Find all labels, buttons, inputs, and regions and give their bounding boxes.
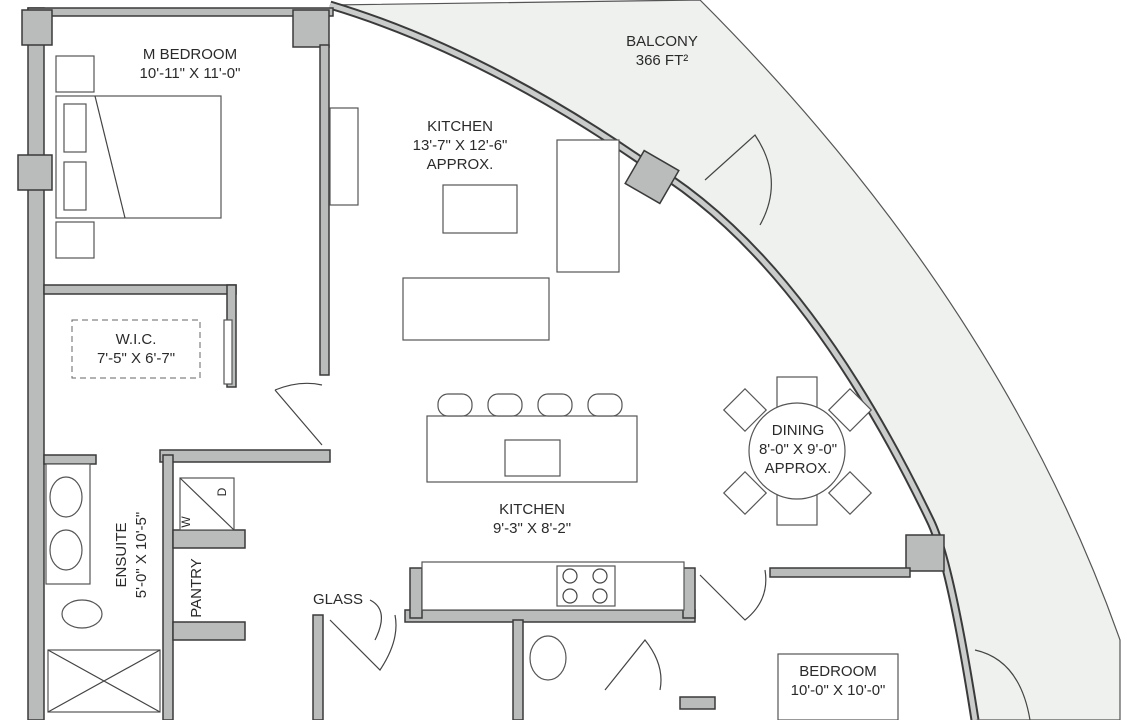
pantry-name: PANTRY bbox=[188, 558, 205, 617]
dresser bbox=[329, 107, 359, 206]
dining-table bbox=[722, 376, 873, 526]
bath-wall bbox=[512, 619, 524, 720]
kitchen-size: 9'-3" X 8'-2" bbox=[493, 520, 571, 537]
wic-shelving bbox=[71, 319, 201, 379]
living-name: KITCHEN bbox=[427, 118, 493, 135]
bedroom-name: BEDROOM bbox=[799, 663, 877, 680]
pillow bbox=[63, 103, 87, 153]
balcony-door bbox=[974, 649, 1031, 720]
glass-arrow bbox=[369, 599, 382, 641]
sink bbox=[504, 439, 561, 477]
living-size: 13'-7" X 12'-6" bbox=[413, 137, 508, 154]
living-note: APPROX. bbox=[427, 156, 494, 173]
dining-size: 8'-0" X 9'-0" bbox=[759, 441, 837, 458]
bar-stools bbox=[437, 393, 623, 417]
column bbox=[624, 149, 680, 205]
kitchen-name: KITCHEN bbox=[499, 501, 565, 518]
sofa bbox=[556, 139, 620, 273]
basin bbox=[49, 476, 83, 518]
cooktop bbox=[556, 565, 616, 607]
dining-note: APPROX. bbox=[765, 460, 832, 477]
wic-size: 7'-5" X 6'-7" bbox=[97, 350, 175, 367]
pantry-wall bbox=[172, 621, 246, 641]
kitchen-side-wall bbox=[682, 567, 696, 619]
sofa bbox=[402, 277, 550, 341]
ensuite-north-wall bbox=[43, 454, 97, 465]
pillow bbox=[63, 161, 87, 211]
wic-north-wall bbox=[43, 284, 237, 295]
glass-door bbox=[329, 614, 397, 671]
glass-label: GLASS bbox=[313, 591, 363, 608]
balcony-size: 366 FT² bbox=[636, 52, 689, 69]
basin bbox=[49, 529, 83, 571]
bedroom-north-wall bbox=[769, 567, 911, 578]
bedroom-size: 10'-0" X 10'-0" bbox=[791, 682, 886, 699]
coffee-table bbox=[442, 184, 518, 234]
nightstand bbox=[55, 221, 95, 259]
balcony-door bbox=[704, 134, 772, 226]
washer-label: W bbox=[179, 516, 193, 528]
kitchen-counter-wall bbox=[404, 609, 696, 623]
column bbox=[21, 9, 53, 46]
master-bedroom-size: 10'-11" X 11'-0" bbox=[140, 65, 241, 82]
toilet bbox=[61, 599, 103, 629]
nightstand bbox=[55, 55, 95, 93]
column bbox=[292, 9, 330, 48]
dining-name: DINING bbox=[772, 422, 825, 439]
ensuite-size: 5'-0" X 10'-5" bbox=[133, 512, 150, 598]
laundry-wall bbox=[172, 529, 246, 549]
bedroom-bed-outline bbox=[777, 653, 899, 720]
master-bedroom-name: M BEDROOM bbox=[143, 46, 237, 63]
ensuite-east-wall bbox=[162, 454, 174, 720]
ensuite-name: ENSUITE bbox=[113, 522, 130, 587]
balcony-name: BALCONY bbox=[626, 33, 698, 50]
basin bbox=[529, 635, 567, 681]
bedroom-west-wall bbox=[679, 696, 716, 710]
column bbox=[17, 154, 53, 191]
column bbox=[905, 534, 945, 572]
door-swing bbox=[274, 382, 323, 446]
kitchen-side-wall bbox=[409, 567, 423, 619]
west-exterior-wall bbox=[27, 7, 45, 720]
dryer-label: D bbox=[215, 487, 229, 496]
hall-east-wall bbox=[312, 614, 324, 720]
door-swing bbox=[699, 569, 767, 621]
hall-wall bbox=[159, 449, 331, 463]
wic-name: W.I.C. bbox=[116, 331, 157, 348]
north-exterior-wall bbox=[27, 7, 334, 17]
door-swing bbox=[604, 639, 662, 691]
kitchen-counter bbox=[421, 561, 685, 611]
bedroom-east-wall bbox=[319, 44, 330, 376]
wic-mirror bbox=[223, 319, 233, 385]
